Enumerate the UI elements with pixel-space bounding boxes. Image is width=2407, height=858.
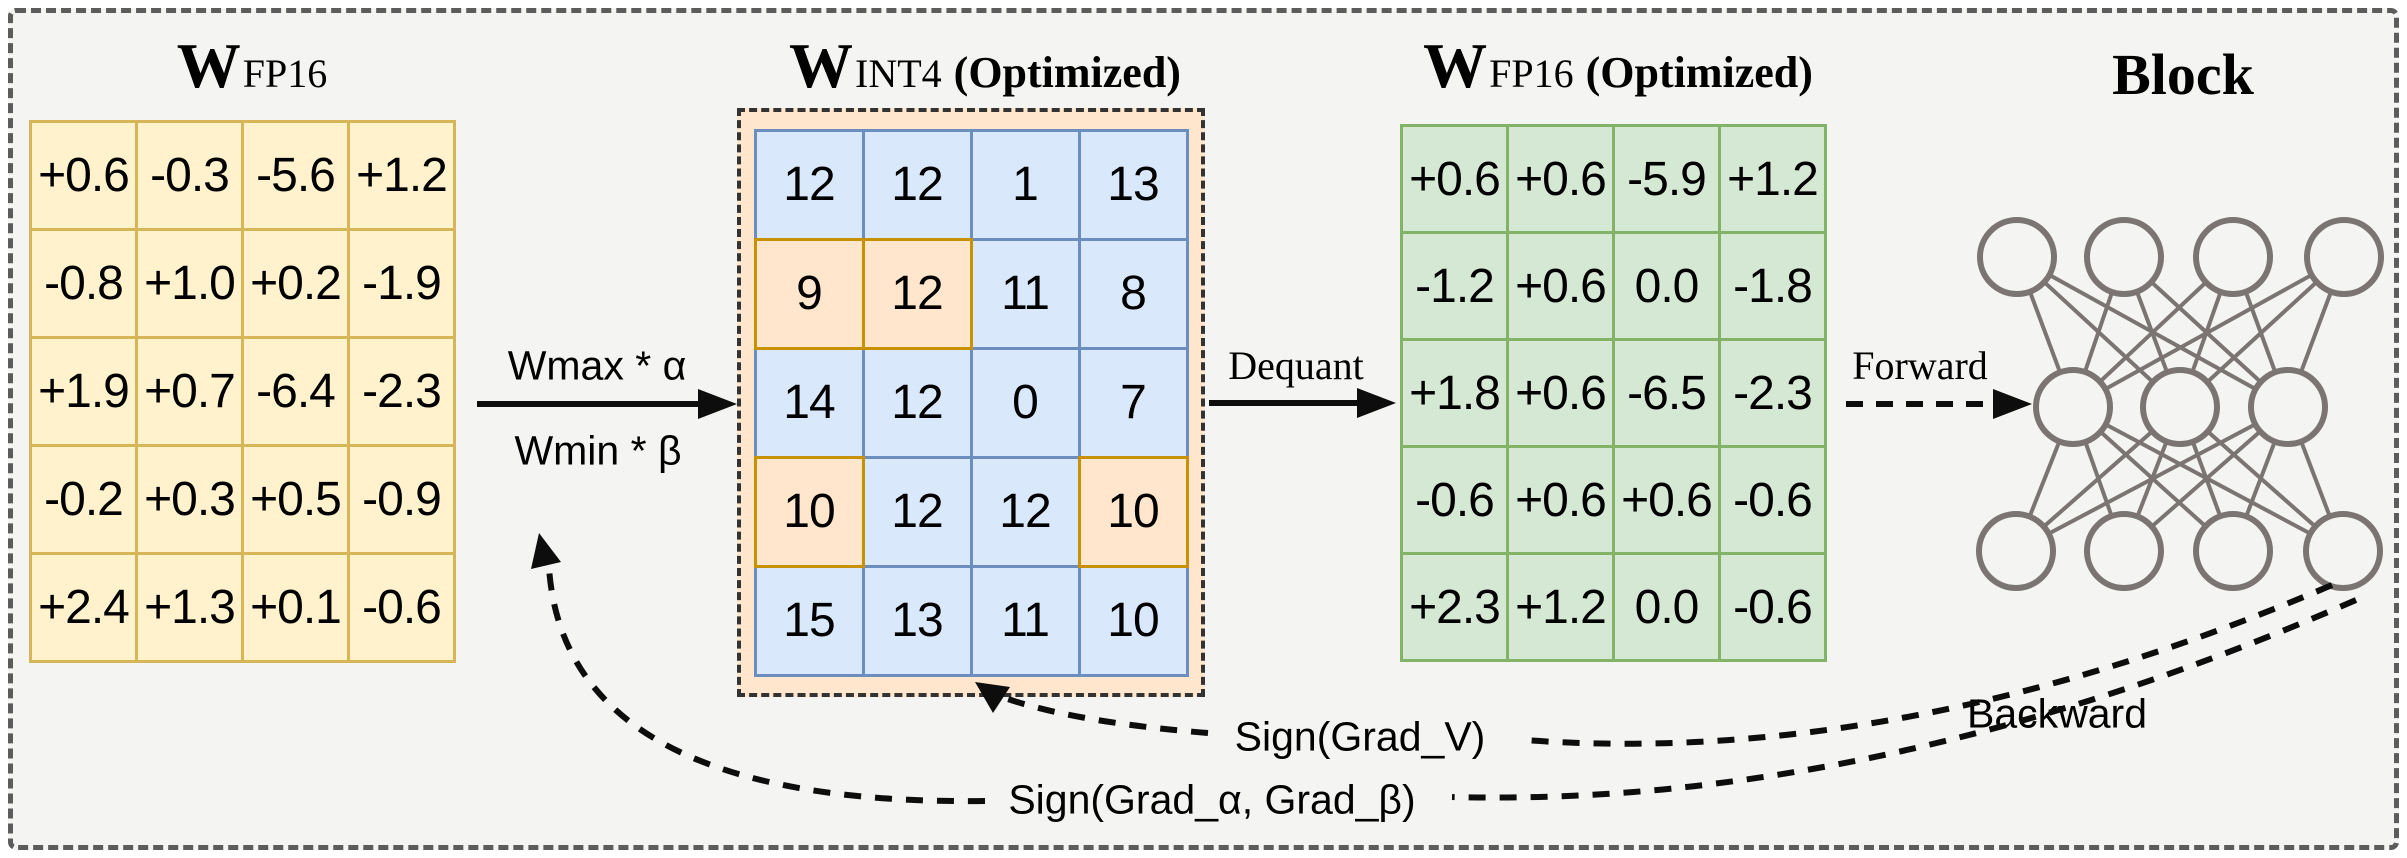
matrix-cell: +1.2 [1721, 127, 1824, 231]
matrix-cell: +1.0 [138, 231, 241, 336]
matrix-cell: -0.6 [1721, 448, 1824, 552]
title-wfp16-sub: FP16 [242, 51, 328, 96]
matrix-cell: 9 [756, 240, 862, 347]
matrix-cell: 11 [972, 240, 1078, 347]
matrix-cell: -0.6 [1403, 448, 1506, 552]
matrix-cell: -0.3 [138, 123, 241, 228]
matrix-cell: -2.3 [350, 339, 453, 444]
matrix-cell: 12 [864, 349, 970, 456]
matrix-cell: 12 [864, 240, 970, 347]
title-wint4-sub: INT4 [855, 51, 942, 96]
matrix-cell: +0.7 [138, 339, 241, 444]
label-sign-grad-v: Sign(Grad_V) [1234, 713, 1486, 760]
matrix-cell: +0.1 [244, 555, 347, 660]
matrix-cell: +1.3 [138, 555, 241, 660]
matrix-cell: +0.6 [1509, 127, 1612, 231]
label-backward: Backward [1966, 690, 2148, 737]
matrix-cell: +0.6 [1509, 341, 1612, 445]
matrix-cell: -0.8 [32, 231, 135, 336]
matrix-cell: 15 [756, 567, 862, 674]
title-wint4-main: W [789, 30, 854, 101]
matrix-cell: 1 [972, 131, 1078, 238]
title-block: Block [2112, 42, 2254, 107]
matrix-cell: +1.2 [1509, 555, 1612, 659]
matrix-cell: -0.2 [32, 447, 135, 552]
title-wfp16-main: W [176, 30, 241, 101]
matrix-cell: 0.0 [1615, 555, 1718, 659]
matrix-cell: +2.4 [32, 555, 135, 660]
matrix-cell: -1.9 [350, 231, 453, 336]
matrix-cell: +0.5 [244, 447, 347, 552]
title-wfp16-opt-suffix: (Optimized) [1585, 48, 1813, 97]
label-wmin-beta: Wmin * β [514, 427, 682, 474]
matrix-cell: +0.6 [1403, 127, 1506, 231]
label-dequant: Dequant [1228, 343, 1364, 388]
matrix-cell: -1.8 [1721, 234, 1824, 338]
matrix-cell: 7 [1080, 349, 1186, 456]
matrix-cell: +1.9 [32, 339, 135, 444]
matrix-cell: -1.2 [1403, 234, 1506, 338]
matrix-cell: 10 [1080, 458, 1186, 565]
matrix-cell: -0.6 [1721, 555, 1824, 659]
matrix-cell: +0.3 [138, 447, 241, 552]
matrix-cell: +0.6 [1509, 234, 1612, 338]
matrix-cell: 11 [972, 567, 1078, 674]
matrix-cell: -5.6 [244, 123, 347, 228]
matrix-cell: 10 [1080, 567, 1186, 674]
matrix-cell: 8 [1080, 240, 1186, 347]
matrix-cell: +0.2 [244, 231, 347, 336]
matrix-cell: -0.9 [350, 447, 453, 552]
matrix-cell: -5.9 [1615, 127, 1718, 231]
matrix-cell: -6.5 [1615, 341, 1718, 445]
matrix-cell: 12 [756, 131, 862, 238]
label-wmax-alpha: Wmax * α [507, 342, 687, 389]
title-wint4-suffix: (Optimized) [953, 48, 1181, 97]
title-wfp16-opt-main: W [1423, 30, 1488, 101]
matrix-cell: 14 [756, 349, 862, 456]
matrix-cell: 0 [972, 349, 1078, 456]
label-forward: Forward [1852, 343, 1988, 388]
title-wfp16-opt-sub: FP16 [1489, 51, 1574, 96]
matrix-cell: +1.2 [350, 123, 453, 228]
matrix-cell: +0.6 [1509, 448, 1612, 552]
matrix-cell: 13 [1080, 131, 1186, 238]
matrix-cell: +1.8 [1403, 341, 1506, 445]
matrix-cell: 12 [864, 458, 970, 565]
matrix-cell: 13 [864, 567, 970, 674]
matrix-cell: -6.4 [244, 339, 347, 444]
matrix-cell: +0.6 [32, 123, 135, 228]
wfp16-matrix: +0.6-0.3-5.6+1.2 -0.8+1.0+0.2-1.9 +1.9+0.7… [29, 120, 456, 663]
matrix-cell: 12 [864, 131, 970, 238]
matrix-cell: -0.6 [350, 555, 453, 660]
matrix-cell: -2.3 [1721, 341, 1824, 445]
matrix-cell: +2.3 [1403, 555, 1506, 659]
matrix-cell: +0.6 [1615, 448, 1718, 552]
label-sign-grad-alpha-beta: Sign(Grad_α, Grad_β) [1008, 776, 1416, 823]
matrix-cell: 10 [756, 458, 862, 565]
matrix-cell: 0.0 [1615, 234, 1718, 338]
matrix-cell: 12 [972, 458, 1078, 565]
